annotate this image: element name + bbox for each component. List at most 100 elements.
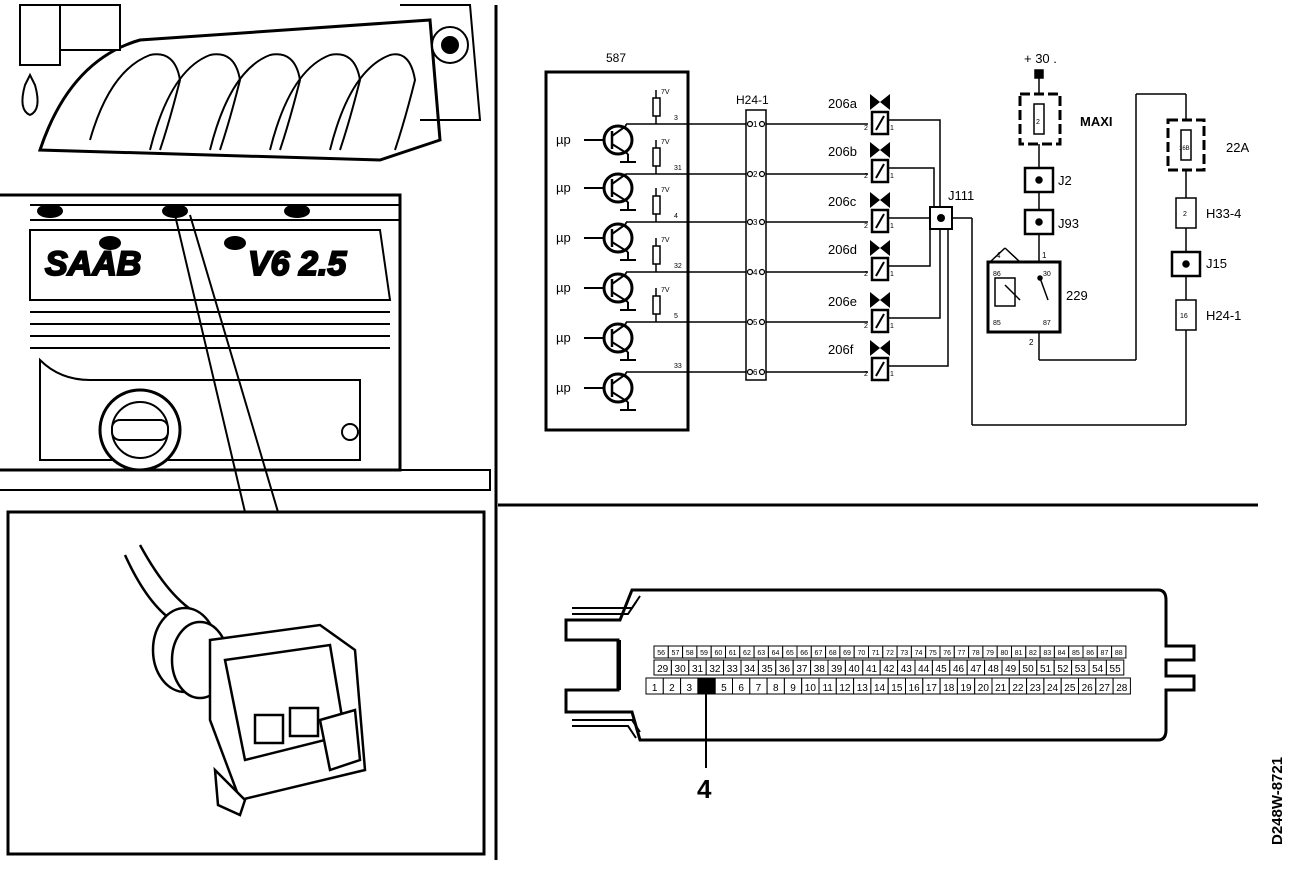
harness-pin-socket (758, 120, 766, 128)
connector-pin-number: 27 (1099, 683, 1111, 694)
injector-label: 206a (828, 96, 858, 111)
connector-pin-number: 55 (1110, 664, 1122, 675)
connector-pin-number: 54 (1092, 664, 1104, 675)
connector-pin-number: 81 (1015, 650, 1023, 657)
injector-pin-left: 2 (864, 371, 868, 378)
pullup-resistor (652, 147, 661, 167)
feed-label: + 30 . (1024, 51, 1057, 66)
relay-pin-86: 86 (993, 271, 1001, 278)
connector-pin-number: 36 (779, 664, 791, 675)
fuse-22a-value: 16B (1179, 146, 1190, 152)
connector-pin-number: 79 (986, 650, 994, 657)
transistor-emitter (611, 241, 629, 253)
h33-4-pin: 2 (1183, 211, 1187, 218)
relay-pin-30: 30 (1043, 271, 1051, 278)
connector-pin-number: 6 (738, 683, 744, 694)
transistor-symbol (602, 372, 634, 404)
connector-pin-number: 40 (849, 664, 861, 675)
supply-voltage-label: 7V (661, 89, 670, 96)
relay-pin-85: 85 (993, 320, 1001, 327)
relay-pin-1: 1 (1042, 251, 1047, 260)
relay-label: 229 (1066, 288, 1088, 303)
harness-pin-number: 1 (753, 120, 758, 129)
injector-pin-left: 2 (864, 271, 868, 278)
connector-pin-number: 31 (692, 664, 704, 675)
injector-common-wire (888, 119, 941, 207)
connector-pin-number: 73 (900, 650, 908, 657)
injector-common-wire (888, 229, 931, 267)
transistor-emitter (611, 143, 629, 155)
relay-pin-2: 2 (1029, 338, 1034, 347)
transistor-symbol (602, 272, 634, 304)
harness-pin-socket (758, 268, 766, 276)
coil-winding (875, 163, 885, 179)
connector-pin-number: 2 (669, 683, 675, 694)
connector-pin-number: 76 (943, 650, 951, 657)
pullup-resistor (652, 97, 661, 117)
connector-pin-number: 9 (790, 683, 796, 694)
injector-label: 206e (828, 294, 857, 309)
connector-pin-number: 68 (829, 650, 837, 657)
harness-pin-socket (746, 368, 754, 376)
harness-pin-socket (746, 170, 754, 178)
connector-pin-number: 69 (843, 650, 851, 657)
harness-pin-socket (758, 368, 766, 376)
harness-pin-number: 5 (753, 318, 758, 327)
transistor-collector (611, 323, 627, 335)
connector-pin-number: 75 (929, 650, 937, 657)
supply-voltage-label: 7V (661, 237, 670, 244)
connector-pin-number: 84 (1058, 650, 1066, 657)
ecu-pin-number: 33 (674, 363, 682, 370)
connector-pin-number: 29 (657, 664, 669, 675)
connector-pin-number: 41 (866, 664, 878, 675)
supply-voltage-label: 7V (661, 187, 670, 194)
microprocessor-label: µp (556, 230, 571, 245)
microprocessor-label: µp (556, 180, 571, 195)
transistor-emitter (611, 341, 629, 353)
connector-pin-number: 44 (918, 664, 930, 675)
connector-pin-cell (697, 677, 716, 695)
connector-pin-cell (1111, 645, 1127, 659)
connector-pin-number: 78 (972, 650, 980, 657)
connector-pin-cell (1105, 659, 1125, 676)
harness-pin-number: 6 (753, 368, 758, 377)
connector-pin-number: 86 (1086, 650, 1094, 657)
connector-pin-cell (1112, 677, 1131, 695)
injector-pin-right: 1 (890, 371, 894, 378)
connector-pin-number: 43 (901, 664, 913, 675)
j93-label: J93 (1058, 216, 1079, 231)
connector-pin-number: 51 (1040, 664, 1052, 675)
injector-valve-icon (870, 94, 890, 110)
ecu-label: 587 (606, 51, 626, 65)
coil-winding (875, 213, 885, 229)
connector-pin-number: 85 (1072, 650, 1080, 657)
h33-4-label: H33-4 (1206, 206, 1241, 221)
connector-pin-number: 88 (1115, 650, 1123, 657)
j111-node (937, 214, 945, 222)
transistor-collector (611, 125, 627, 137)
connector-pin-number: 13 (857, 683, 869, 694)
connector-pin-number: 26 (1082, 683, 1094, 694)
connector-pin-number: 58 (686, 650, 694, 657)
connector-pin-number: 46 (953, 664, 965, 675)
connector-pin-number: 56 (657, 650, 665, 657)
connector-pin-number: 45 (936, 664, 948, 675)
j15-label: J15 (1206, 256, 1227, 271)
engine-illustration (0, 4, 491, 491)
connector-pin-number: 48 (988, 664, 1000, 675)
ecu-pin-number: 5 (674, 313, 678, 320)
supply-voltage-label: 7V (661, 287, 670, 294)
connector-pin-number: 63 (757, 650, 765, 657)
connector-pin-number: 61 (729, 650, 737, 657)
harness-pin-socket (746, 218, 754, 226)
injector-valve-icon (870, 192, 890, 208)
engine-model-label: V6 2.5 (248, 245, 347, 283)
harness-pin-socket (746, 318, 754, 326)
harness-connector-label: H24-1 (736, 93, 769, 107)
connector-pin-number: 52 (1057, 664, 1069, 675)
connector-pin-number: 14 (874, 683, 886, 694)
injector-valve-icon (870, 340, 890, 356)
